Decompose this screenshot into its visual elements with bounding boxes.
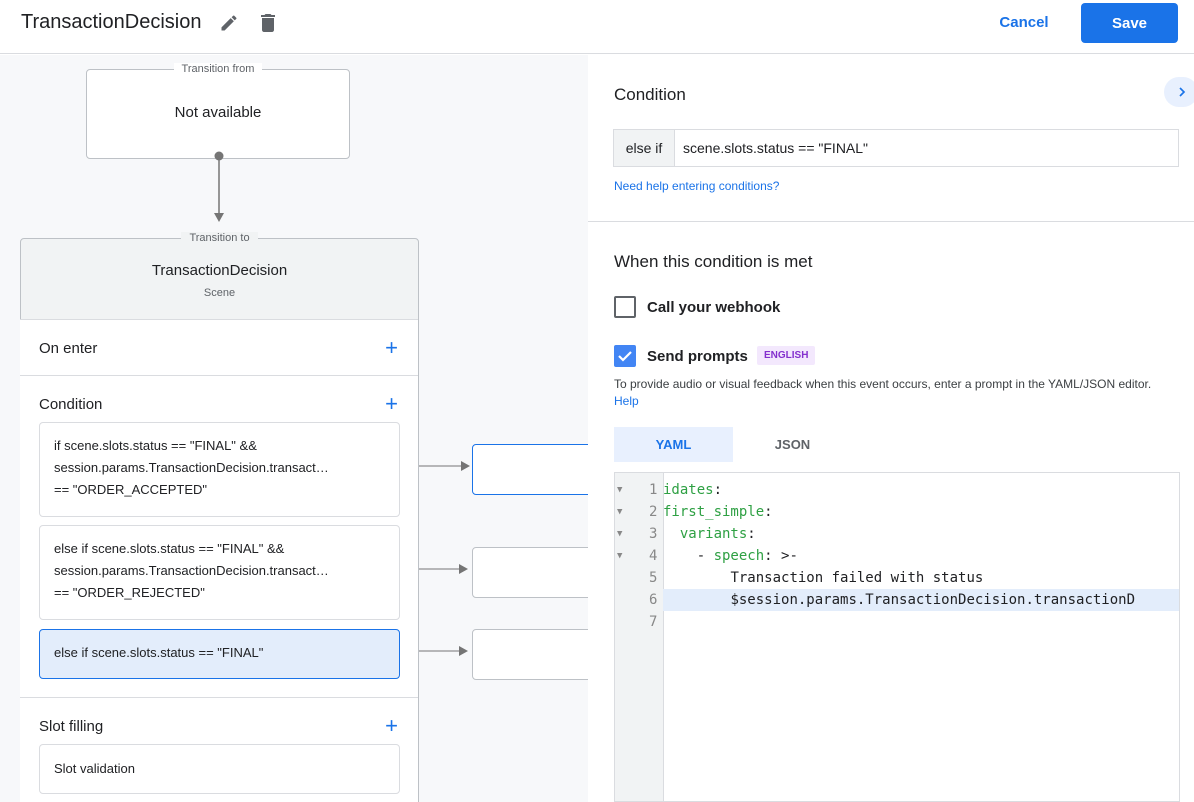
condition-item[interactable]: if scene.slots.status == "FINAL" && sess… (39, 422, 400, 517)
tab-json[interactable]: JSON (774, 437, 811, 452)
fold-arrow-icon[interactable]: ▼ (617, 507, 623, 517)
code-text: : (747, 526, 756, 542)
condition-panel: Condition else if scene.slots.status == … (588, 55, 1194, 802)
condition-title: Condition (614, 85, 686, 104)
webhook-checkbox[interactable] (614, 296, 636, 318)
scene-title: TransactionDecision (21, 11, 202, 33)
condition-text: else if scene.slots.status == "FINAL" && (54, 541, 285, 556)
fold-arrow-icon[interactable]: ▼ (617, 529, 623, 539)
add-condition-icon[interactable]: + (385, 391, 398, 416)
chevron-right-icon (1179, 87, 1186, 97)
code-text: $session.params.TransactionDecision.tran… (730, 592, 1136, 608)
condition-input[interactable]: scene.slots.status == "FINAL" (683, 140, 869, 156)
webhook-label: Call your webhook (647, 299, 781, 316)
prompts-checkbox[interactable] (614, 345, 636, 367)
save-button[interactable]: Save (1081, 3, 1178, 43)
code-key: variants (679, 526, 748, 542)
condition-text: == "ORDER_REJECTED" (54, 585, 205, 600)
condition-text: session.params.TransactionDecision.trans… (54, 460, 329, 475)
top-bar: TransactionDecision Cancel Save (0, 0, 1194, 54)
slot-filling-label: Slot filling (39, 718, 104, 735)
divider (588, 221, 1194, 222)
transition-from-label: Transition from (173, 63, 263, 75)
transition-to-label: Transition to (181, 232, 258, 244)
code-text: Transaction failed with status (730, 570, 984, 586)
add-slot-icon[interactable]: + (385, 713, 398, 738)
code-text: : >- (764, 548, 798, 564)
scene-name: TransactionDecision (151, 262, 288, 279)
line-number: 4 (649, 548, 658, 564)
prompts-label: Send prompts (647, 348, 748, 365)
transition-from-box: Transition from Not available (86, 63, 350, 159)
on-enter-section[interactable]: On enter + (20, 319, 418, 375)
code-indent (663, 526, 680, 542)
trash-icon[interactable] (256, 11, 280, 35)
collapse-panel-button[interactable] (1164, 77, 1194, 107)
condition-text: else if scene.slots.status == "FINAL" (54, 645, 264, 660)
code-key: first_simple (663, 504, 765, 520)
line-number: 6 (649, 592, 658, 608)
line-gutter (615, 473, 664, 801)
pencil-icon[interactable] (219, 13, 239, 33)
condition-prefix: else if (614, 130, 675, 166)
line-number: 7 (649, 614, 658, 630)
condition-text: session.params.TransactionDecision.trans… (54, 563, 329, 578)
language-badge: ENGLISH (757, 346, 816, 365)
code-key: idates (663, 482, 714, 498)
line-number: 2 (649, 504, 658, 520)
fold-arrow-icon[interactable]: ▼ (617, 485, 623, 495)
line-number: 1 (649, 482, 658, 498)
transition-from-value: Not available (174, 104, 262, 121)
code-text: : (713, 482, 723, 498)
condition-input-row: else if scene.slots.status == "FINAL" (613, 129, 1179, 167)
met-title: When this condition is met (614, 252, 813, 271)
help-link[interactable]: Need help entering conditions? (614, 179, 780, 193)
condition-label: Condition (39, 396, 103, 413)
condition-item-selected[interactable]: else if scene.slots.status == "FINAL" (39, 629, 400, 679)
code-text: : (764, 504, 773, 520)
condition-target-box[interactable] (472, 629, 588, 680)
flow-canvas[interactable]: Transition from Not available Transition… (0, 55, 588, 802)
code-indent: - (663, 548, 714, 564)
condition-item[interactable]: else if scene.slots.status == "FINAL" &&… (39, 525, 400, 620)
checkmark-icon (618, 351, 632, 362)
slot-validation-label: Slot validation (54, 761, 135, 776)
on-enter-label: On enter (39, 340, 98, 357)
help-link-inline[interactable]: Help (614, 394, 639, 408)
yaml-editor[interactable]: ▼ 1 idates: ▼ 2 first_simple: ▼ 3 variants: ▼… (614, 472, 1180, 802)
line-number: 5 (649, 570, 658, 586)
tab-yaml[interactable]: YAML (614, 427, 733, 462)
scene-type: Scene (203, 287, 236, 299)
code-indent (663, 592, 730, 608)
condition-target-box[interactable] (472, 444, 588, 495)
prompt-hint: To provide audio or visual feedback when… (614, 377, 1152, 391)
slot-validation-item[interactable]: Slot validation (39, 744, 400, 794)
cancel-button[interactable]: Cancel (987, 3, 1061, 41)
condition-text: == "ORDER_ACCEPTED" (54, 482, 207, 497)
condition-text: if scene.slots.status == "FINAL" && (54, 438, 257, 453)
condition-target-box[interactable] (472, 547, 588, 598)
line-number: 3 (649, 526, 658, 542)
add-on-enter-icon[interactable]: + (385, 335, 398, 360)
code-indent (663, 570, 730, 586)
fold-arrow-icon[interactable]: ▼ (617, 551, 623, 561)
code-key: speech (713, 548, 765, 564)
